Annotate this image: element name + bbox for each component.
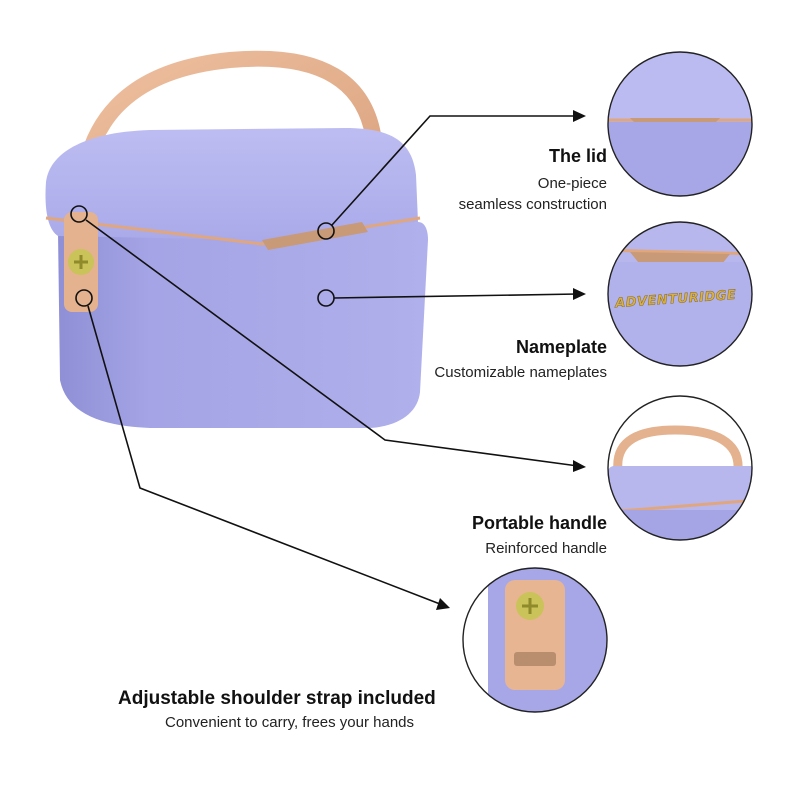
callout-lines <box>70 115 579 605</box>
cooler-lid <box>45 128 418 240</box>
detail-nameplate <box>607 221 753 367</box>
arrow-right-icon <box>573 460 586 472</box>
arrowheads <box>436 110 586 610</box>
detail-handle <box>607 395 753 541</box>
feature-title: Nameplate <box>515 337 607 357</box>
feature-subtitle: Customizable nameplates <box>434 364 607 381</box>
feature-subtitle: Reinforced handle <box>485 540 607 557</box>
arrow-right-icon <box>573 288 586 300</box>
feature-title: Adjustable shoulder strap included <box>118 688 436 709</box>
detail-lid <box>607 51 753 197</box>
detail-strap <box>462 567 608 713</box>
cooler-box <box>45 50 428 428</box>
lid-notch <box>262 222 368 250</box>
feature-title: Portable handle <box>471 513 607 533</box>
cooler-body <box>58 222 428 428</box>
feature-subtitle: seamless construction <box>458 196 607 213</box>
arrow-right-icon <box>573 110 586 122</box>
feature-subtitle: Convenient to carry, frees your hands <box>165 714 415 731</box>
feature-title: The lid <box>549 146 607 166</box>
feature-subtitle: One-piece <box>537 175 607 192</box>
arrow-down-right-icon <box>436 598 450 610</box>
